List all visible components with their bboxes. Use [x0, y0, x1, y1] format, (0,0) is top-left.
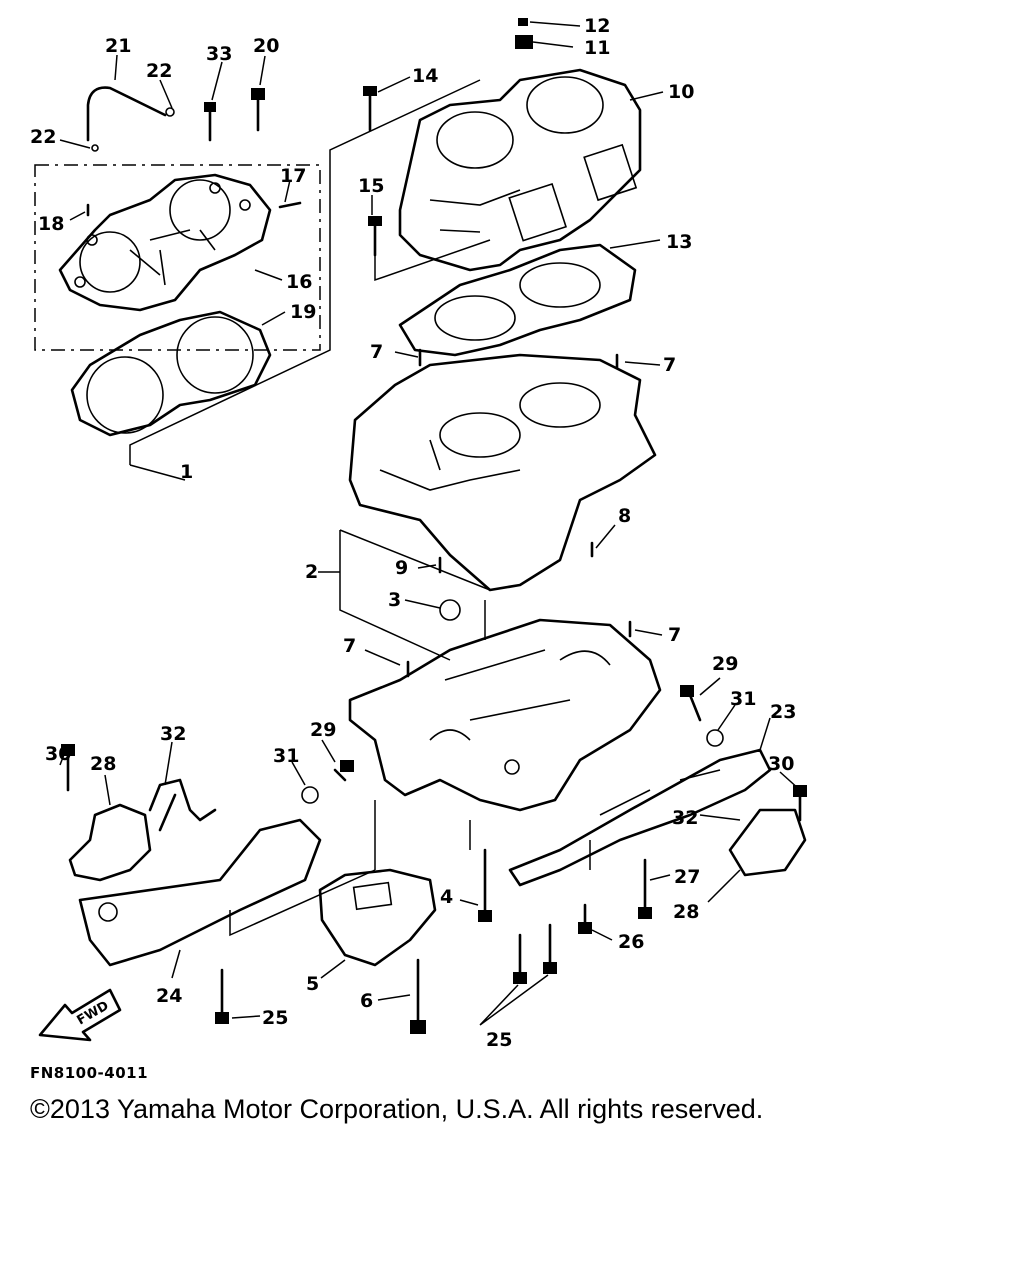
callout-21: 21 — [105, 35, 131, 57]
callout-27: 27 — [674, 866, 700, 888]
callout-9: 9 — [395, 557, 408, 579]
callout-11: 11 — [584, 37, 610, 59]
crankcase-lower — [348, 618, 662, 812]
engine-mount-left — [68, 778, 322, 967]
callout-29b: 29 — [712, 653, 738, 675]
callout-7b: 7 — [663, 354, 676, 376]
hose — [86, 86, 175, 152]
callout-25a: 25 — [262, 1007, 288, 1029]
crankcase-upper — [348, 353, 657, 592]
engine-mount-right — [508, 748, 807, 887]
cylinder-gasket — [398, 243, 637, 357]
callout-31a: 31 — [273, 745, 299, 767]
callout-29a: 29 — [310, 719, 336, 741]
callout-22b: 22 — [30, 126, 56, 148]
callout-28a: 28 — [90, 753, 116, 775]
cylinder-block — [398, 68, 642, 272]
callout-15: 15 — [358, 175, 384, 197]
callout-26: 26 — [618, 931, 644, 953]
callout-1: 1 — [180, 461, 193, 483]
callout-23: 23 — [770, 701, 796, 723]
assembly-lines — [129, 79, 591, 937]
callout-5: 5 — [306, 973, 319, 995]
callout-leaders — [59, 21, 801, 1026]
cylinder-head-assembly — [34, 164, 321, 437]
callout-30a: 30 — [45, 743, 71, 765]
callout-4: 4 — [440, 886, 453, 908]
callout-17: 17 — [280, 165, 306, 187]
diagram-code: FN8100-4011 — [30, 1064, 149, 1082]
callout-20: 20 — [253, 35, 279, 57]
callout-19: 19 — [290, 301, 316, 323]
fasteners — [61, 18, 807, 1034]
callout-30b: 30 — [768, 753, 794, 775]
callout-7a: 7 — [370, 341, 383, 363]
callout-8: 8 — [618, 505, 631, 527]
callout-18: 18 — [38, 213, 64, 235]
callout-7c: 7 — [343, 635, 356, 657]
exploded-parts-diagram: FWD — [30, 15, 807, 1051]
copyright-notice: ©2013 Yamaha Motor Corporation, U.S.A. A… — [30, 1094, 764, 1124]
callout-32a: 32 — [160, 723, 186, 745]
fwd-arrow: FWD — [38, 988, 122, 1042]
callout-labels: 1 2 3 4 5 6 7 7 7 7 8 9 10 11 12 13 14 1… — [30, 15, 796, 1051]
callout-25b: 25 — [486, 1029, 512, 1051]
callout-13: 13 — [666, 231, 692, 253]
callout-12: 12 — [584, 15, 610, 37]
callout-3: 3 — [388, 589, 401, 611]
callout-16: 16 — [286, 271, 312, 293]
intake-manifold — [318, 868, 437, 967]
callout-6: 6 — [360, 990, 373, 1012]
callout-2: 2 — [305, 561, 318, 583]
callout-22a: 22 — [146, 60, 172, 82]
callout-32b: 32 — [672, 807, 698, 829]
callout-33: 33 — [206, 43, 232, 65]
callout-14: 14 — [412, 65, 438, 87]
callout-24: 24 — [156, 985, 182, 1007]
callout-7d: 7 — [668, 624, 681, 646]
callout-28b: 28 — [673, 901, 699, 923]
callout-31b: 31 — [730, 688, 756, 710]
fwd-label: FWD — [75, 998, 112, 1028]
callout-10: 10 — [668, 81, 694, 103]
